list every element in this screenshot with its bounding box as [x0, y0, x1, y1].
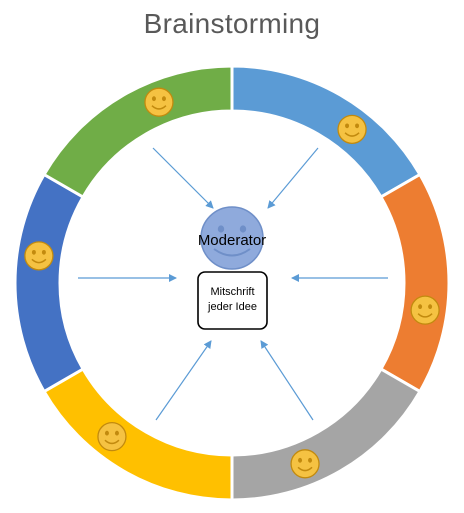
smiley-face-icon	[97, 422, 127, 452]
smiley-face-icon	[24, 241, 54, 271]
ring-segment-top-right	[230, 64, 422, 200]
arrow-bottom-left	[155, 340, 212, 421]
note-line-2: jeder Idee	[207, 301, 257, 313]
ring-segment-bottom-left	[42, 366, 234, 502]
ring-segment-right	[378, 172, 451, 394]
participant-ring	[13, 64, 451, 502]
participant-smileys	[24, 87, 440, 479]
smiley-face-icon	[410, 295, 440, 325]
note-box	[197, 271, 268, 330]
ring-segment-bottom-right	[230, 366, 422, 502]
ring-segment-left	[13, 172, 86, 394]
diagram-title: Brainstorming	[143, 8, 321, 39]
idea-arrows	[78, 147, 388, 421]
smiley-face-icon	[337, 114, 367, 144]
arrow-top-left	[152, 147, 214, 209]
smiley-face-icon	[144, 87, 174, 117]
smiley-face-icon	[290, 449, 320, 479]
arrow-bottom-right	[260, 340, 314, 421]
moderator-face-icon	[200, 206, 264, 270]
arrow-top-right	[267, 147, 319, 209]
ring-segment-top-left	[42, 64, 234, 200]
note-line-1: Mitschrift	[211, 286, 255, 298]
moderator-label: Moderator	[198, 232, 266, 249]
